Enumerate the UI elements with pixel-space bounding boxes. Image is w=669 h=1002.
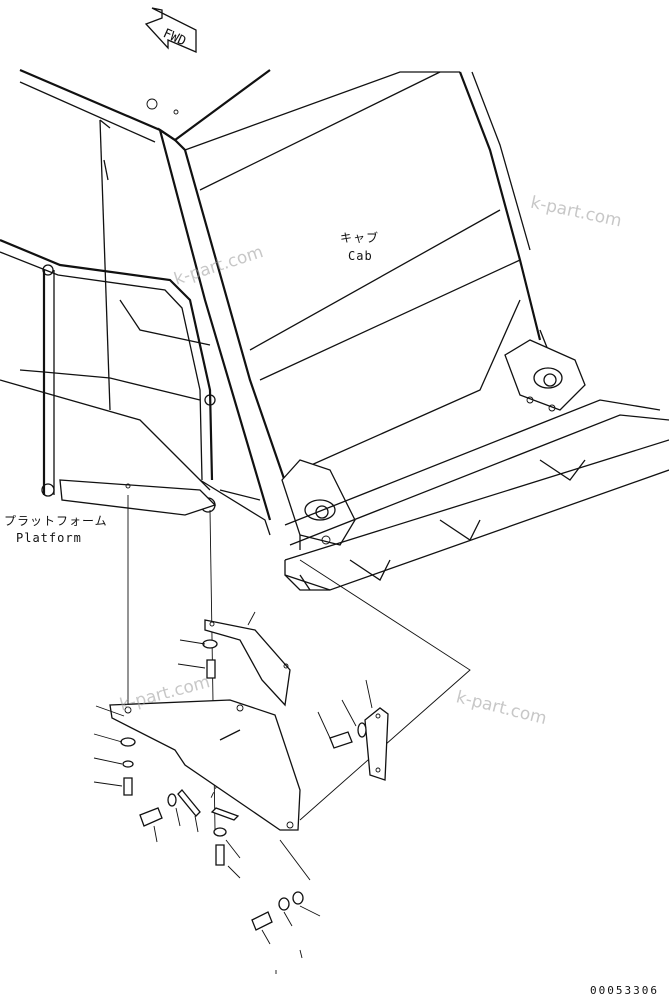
platform-railing — [0, 238, 216, 513]
cab-mount-left — [281, 459, 356, 550]
alignment-lines — [127, 495, 471, 831]
support-bracket-upper — [204, 611, 291, 707]
bottom-plate — [109, 699, 301, 831]
leader-lines — [93, 639, 373, 974]
platform-deck — [0, 379, 217, 516]
cab-label-en: Cab — [348, 249, 373, 263]
cab-body — [19, 68, 561, 536]
fwd-label: FWD — [161, 26, 189, 49]
watermark-1: k-part.com — [172, 242, 266, 290]
cab-label-jp: キャブ — [340, 230, 379, 245]
drawing-code: 00053306 — [590, 984, 659, 997]
watermark-4: k-part.com — [454, 687, 549, 729]
frame-rails — [284, 399, 669, 591]
platform-label-jp: プラットフォーム — [4, 514, 108, 528]
side-bracket — [364, 707, 389, 781]
platform-label-en: Platform — [16, 531, 82, 545]
fastener-bolts — [120, 639, 367, 931]
cab-mount-right — [504, 339, 586, 412]
fwd-arrow-icon: FWD — [144, 7, 197, 53]
watermark-2: k-part.com — [529, 193, 624, 232]
